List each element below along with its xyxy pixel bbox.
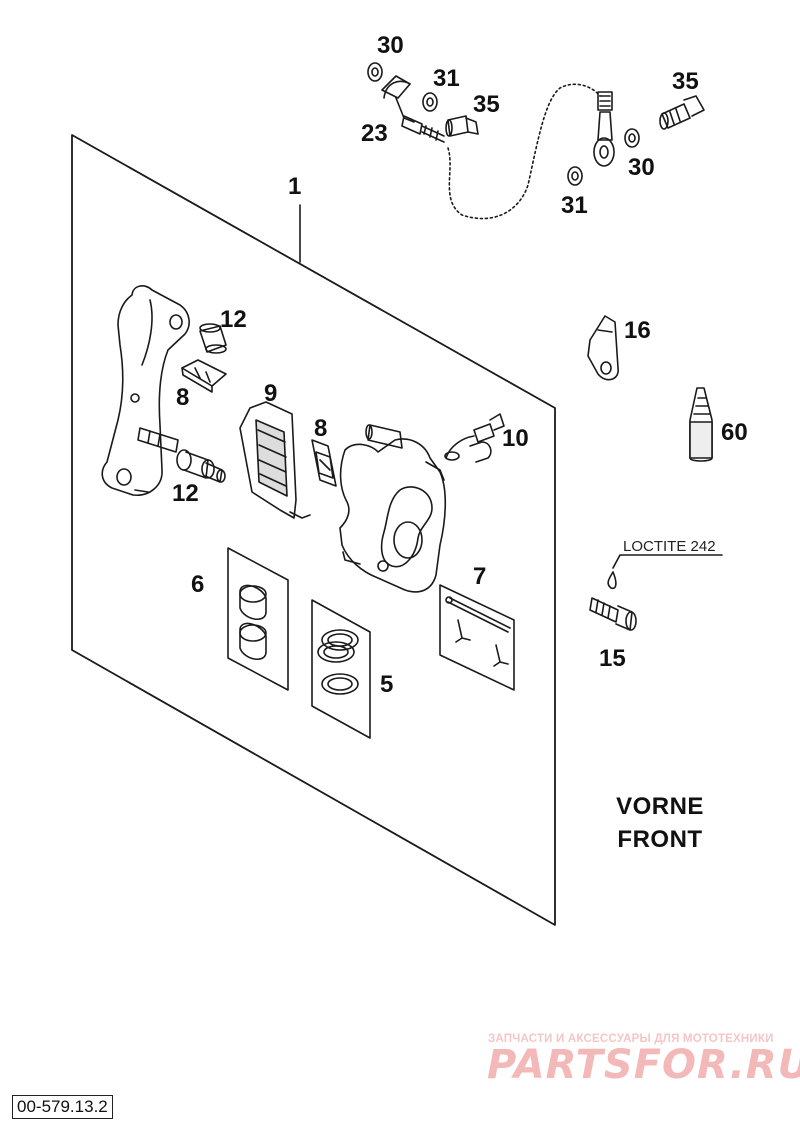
watermark-logo: PARTSFOR.RU xyxy=(487,1042,800,1088)
pad-clip-8-upper xyxy=(181,359,227,393)
washer-30-left-inner xyxy=(371,67,379,77)
loctite-drop-icon xyxy=(607,571,617,590)
washer-30-left xyxy=(367,62,383,82)
threadlocker-bottle-60 xyxy=(689,387,713,462)
callout-60: 60 xyxy=(721,419,748,446)
banjo-bolt-35-right xyxy=(659,95,705,130)
bolt-15 xyxy=(589,597,637,631)
loctite-leader xyxy=(612,554,723,569)
callout-15: 15 xyxy=(599,645,626,672)
callout-31-left: 31 xyxy=(433,65,460,92)
callout-35-left: 35 xyxy=(473,91,500,118)
loctite-label: LOCTITE 242 xyxy=(623,538,716,555)
callout-23: 23 xyxy=(361,120,388,147)
callout-6: 6 xyxy=(191,571,204,598)
callout-35-right: 35 xyxy=(672,68,699,95)
washer-30-right xyxy=(624,128,640,148)
caliper-body-part xyxy=(339,424,447,593)
callout-9: 9 xyxy=(264,380,277,407)
washer-31-right xyxy=(567,166,583,186)
callout-12-upper: 12 xyxy=(220,306,247,333)
drawing-code: 00-579.13.2 xyxy=(12,1095,113,1119)
callout-8-upper: 8 xyxy=(176,384,189,411)
bleeder-valve-10 xyxy=(444,413,505,463)
assembly-panel xyxy=(71,134,556,926)
guide-pin-12-lower xyxy=(176,449,226,483)
callout-12-lower: 12 xyxy=(172,480,199,507)
front-label-line2: FRONT xyxy=(617,826,703,853)
washer-31-left-inner xyxy=(426,97,434,107)
callout-5: 5 xyxy=(380,671,393,698)
callout-31-right: 31 xyxy=(561,192,588,219)
watermark-tagline: ЗАПЧАСТИ И АКСЕССУАРЫ ДЛЯ МОТОТЕХНИКИ xyxy=(488,1033,774,1045)
bush-12-upper xyxy=(199,323,227,354)
seals-5-group xyxy=(311,599,371,739)
brake-hose-23 xyxy=(381,75,615,220)
washer-31-left xyxy=(422,92,438,112)
caliper-bracket-part xyxy=(101,285,190,496)
pad-spring-8-lower xyxy=(311,439,337,487)
pistons-6-group xyxy=(227,547,289,691)
callout-10: 10 xyxy=(502,425,529,452)
washer-31-right-inner xyxy=(571,171,579,181)
callout-1: 1 xyxy=(288,173,301,200)
banjo-bolt-35-left xyxy=(445,115,479,137)
front-label-line1: VORNE xyxy=(616,793,704,820)
callout-30-left: 30 xyxy=(377,32,404,59)
callout-7: 7 xyxy=(473,563,486,590)
callout-16: 16 xyxy=(624,317,651,344)
bracket-16 xyxy=(587,315,619,381)
callout-8-lower: 8 xyxy=(314,415,327,442)
front-label: VORNE FRONT xyxy=(560,790,760,856)
callout-30-right: 30 xyxy=(628,154,655,181)
pad-pin-kit-7-group xyxy=(439,584,515,691)
brake-pad-9 xyxy=(239,401,311,519)
washer-30-right-inner xyxy=(628,133,636,143)
